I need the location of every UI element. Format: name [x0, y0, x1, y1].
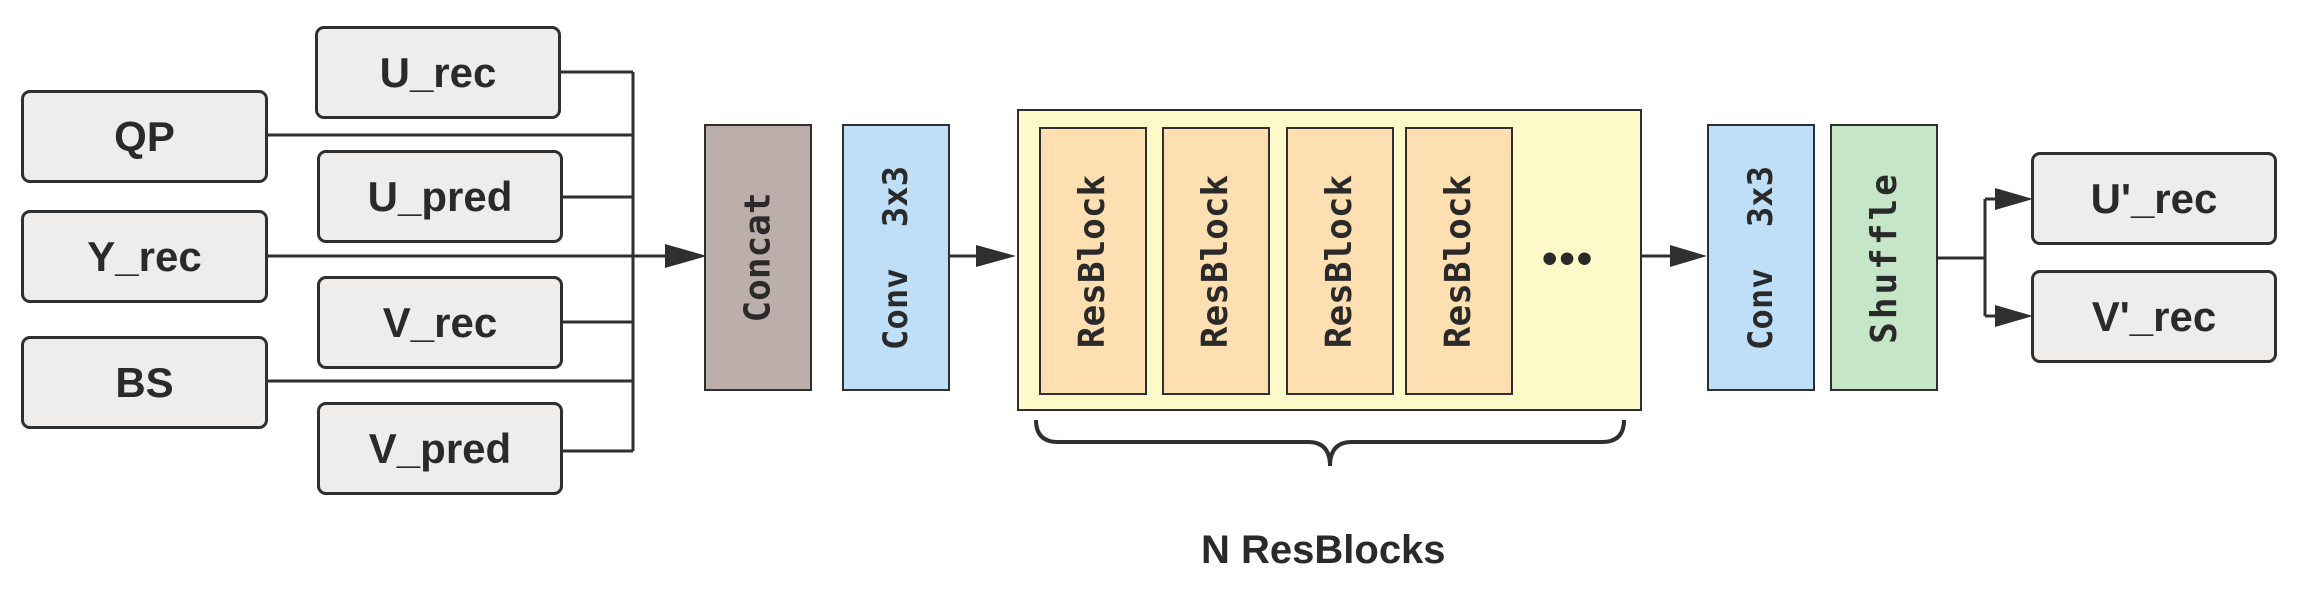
- resblock-3: ResBlock: [1286, 127, 1394, 395]
- concat-block: Concat: [704, 124, 812, 391]
- resblock-label: ResBlock: [1438, 174, 1480, 348]
- arrowhead-conv-out: [1670, 245, 1707, 267]
- resblock-4: ResBlock: [1405, 127, 1513, 395]
- conv-in-block: Conv 3x3: [842, 124, 950, 391]
- arrowhead-v-out: [1995, 305, 2033, 327]
- resblock-1: ResBlock: [1039, 127, 1147, 395]
- input-u-rec: U_rec: [315, 26, 561, 119]
- output-u-rec: U'_rec: [2031, 152, 2277, 245]
- input-v-rec: V_rec: [317, 276, 563, 369]
- output-v-rec: V'_rec: [2031, 270, 2277, 363]
- shuffle-block: Shuffle: [1830, 124, 1938, 391]
- concat-label: Concat: [737, 192, 779, 323]
- shuffle-label: Shuffle: [1863, 171, 1905, 344]
- more-resblocks-ellipsis: •••: [1542, 234, 1595, 283]
- input-y-rec: Y_rec: [21, 210, 268, 303]
- resblocks-brace: [1034, 419, 1626, 467]
- input-u-pred: U_pred: [317, 150, 563, 243]
- resblock-label: ResBlock: [1319, 174, 1361, 348]
- input-v-pred: V_pred: [317, 402, 563, 495]
- input-qp: QP: [21, 90, 268, 183]
- resblock-label: ResBlock: [1072, 174, 1114, 348]
- resblock-2: ResBlock: [1162, 127, 1270, 395]
- input-bs: BS: [21, 336, 268, 429]
- resblocks-caption: N ResBlocks: [1201, 528, 1446, 572]
- arrowhead-concat: [665, 244, 707, 268]
- resblock-label: ResBlock: [1195, 174, 1237, 348]
- conv-in-label: Conv 3x3: [876, 165, 917, 350]
- arrowhead-u-out: [1995, 188, 2033, 210]
- conv-out-label: Conv 3x3: [1741, 165, 1782, 350]
- conv-out-block: Conv 3x3: [1707, 124, 1815, 391]
- arrowhead-resgroup: [976, 245, 1016, 267]
